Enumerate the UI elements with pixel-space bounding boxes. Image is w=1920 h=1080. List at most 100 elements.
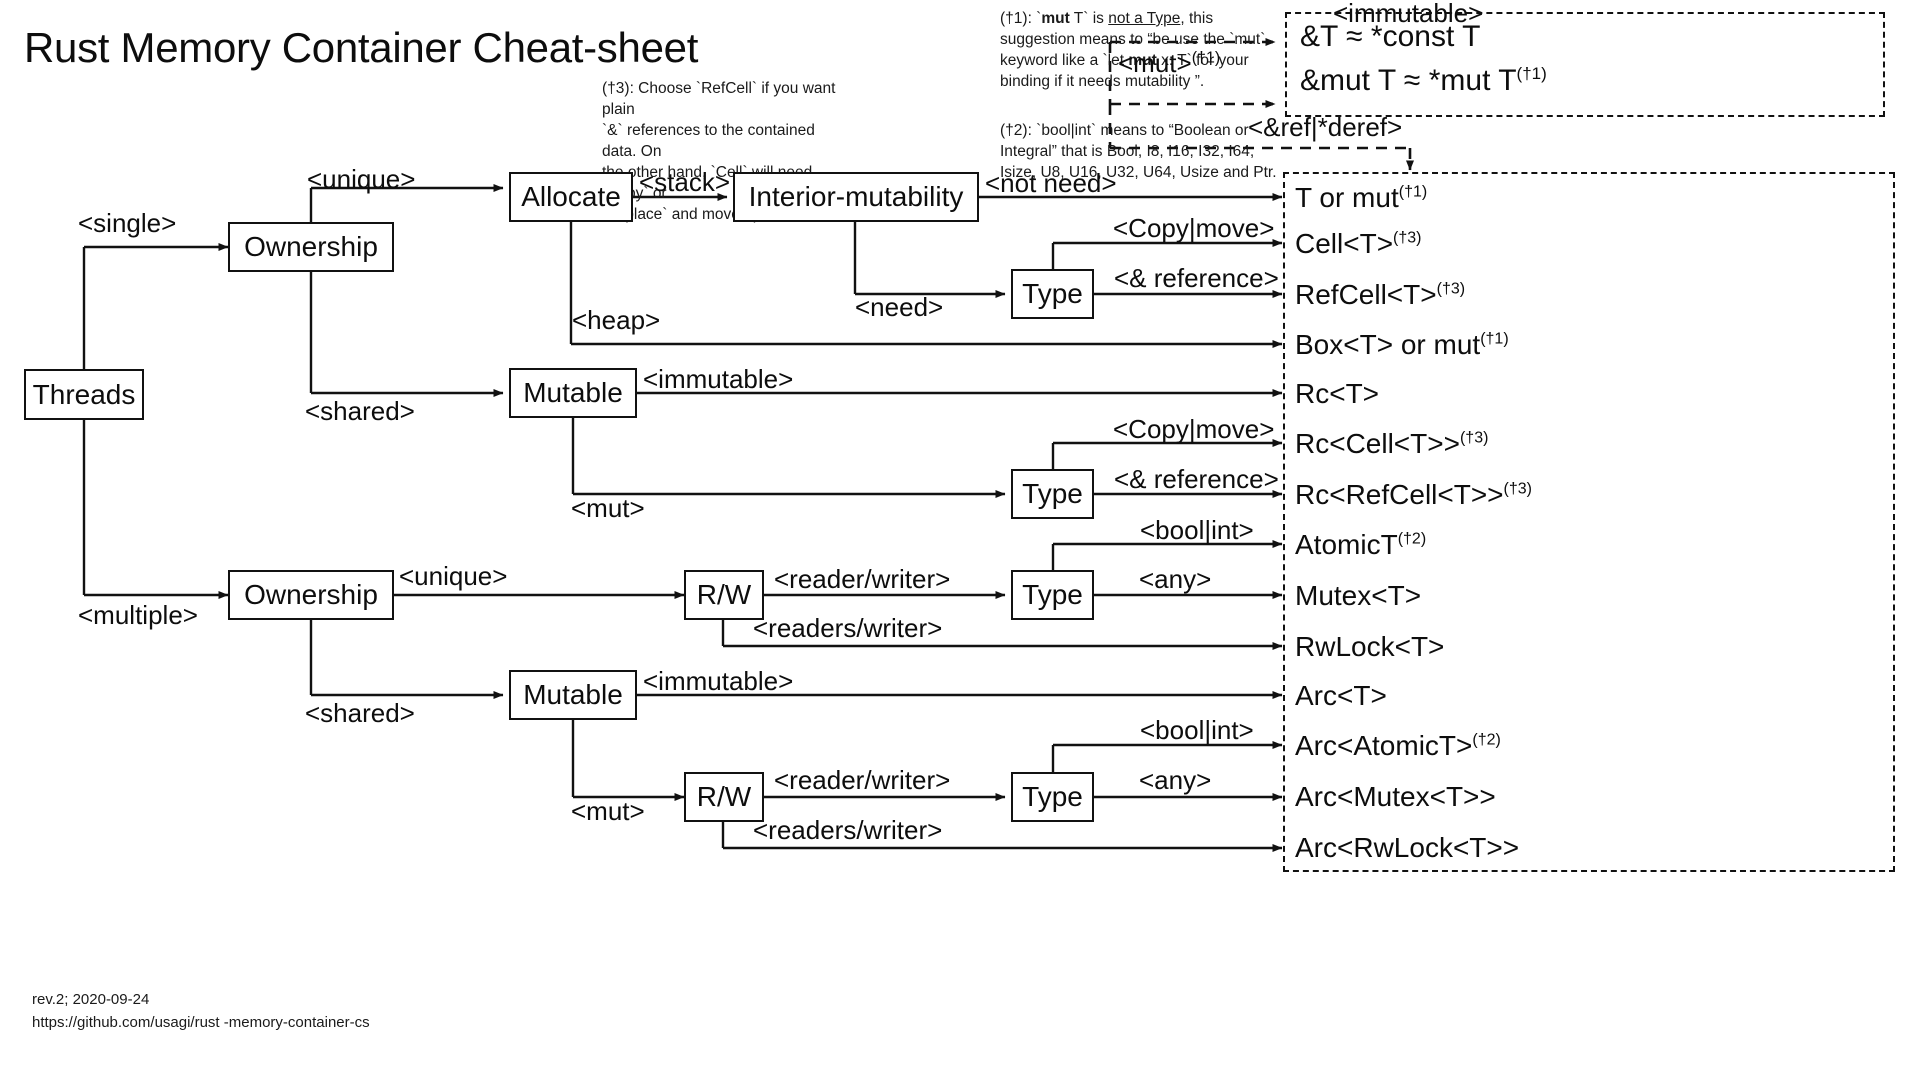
output-9-text: RwLock<T> — [1295, 631, 1445, 662]
edge-label-shared-top: <shared> — [305, 396, 415, 426]
edge-label-readers-writer-1: <readers/writer> — [753, 613, 943, 643]
footnote-2-line-1: (†2): `bool|int` means to “Boolean or — [1000, 122, 1249, 139]
footnote-1-line-4: binding if it needs mutability ”. — [1000, 73, 1205, 90]
output-10-text: Arc<T> — [1295, 680, 1387, 711]
edge-label-reference-2: <& reference> — [1114, 464, 1279, 494]
page-title: Rust Memory Container Cheat-sheet — [24, 24, 699, 71]
node-allocate[interactable]: Allocate — [509, 172, 633, 222]
output-7-sup: (†2) — [1397, 530, 1427, 548]
edge-label-reader-writer-2: <reader/writer> — [774, 765, 951, 795]
node-interior-mutability[interactable]: Interior-mutability — [733, 172, 979, 222]
output-6[interactable]: Rc<RefCell<T>>(†3) — [1295, 479, 1532, 511]
footnote-2-line-3: Isize, U8, U16, U32, U64, Usize and Ptr. — [1000, 164, 1277, 181]
output-2-sup: (†3) — [1436, 280, 1466, 298]
edge-label-stack: <stack> — [639, 167, 731, 197]
output-1[interactable]: Cell<T>(†3) — [1295, 228, 1422, 260]
node-threads[interactable]: Threads — [24, 369, 144, 420]
footnote-3-line-1: (†3): Choose `RefCell` if you want plain — [602, 80, 836, 118]
edge-label-multiple: <multiple> — [78, 600, 198, 630]
edge-label-unique-bottom: <unique> — [399, 561, 508, 591]
output-13[interactable]: Arc<RwLock<T>> — [1295, 832, 1519, 864]
edge-label-mut-2: <mut> — [571, 796, 645, 826]
output-0-sup: (†1) — [1398, 183, 1428, 201]
node-rw-shared[interactable]: R/W — [684, 772, 764, 822]
edge-label-shared-bottom: <shared> — [305, 698, 415, 728]
output-1-text: Cell<T> — [1295, 228, 1394, 259]
edge-label-boolint-1: <bool|int> — [1140, 515, 1254, 545]
output-8[interactable]: Mutex<T> — [1295, 580, 1421, 612]
node-mutable-single[interactable]: Mutable — [509, 368, 637, 418]
node-rw-unique[interactable]: R/W — [684, 570, 764, 620]
output-4-text: Rc<T> — [1295, 378, 1380, 409]
output-5[interactable]: Rc<Cell<T>>(†3) — [1295, 428, 1488, 460]
output-8-text: Mutex<T> — [1295, 580, 1422, 611]
output-0[interactable]: T or mut(†1) — [1295, 182, 1427, 214]
footnote-2: (†2): `bool|int` means to “Boolean or In… — [1000, 120, 1280, 183]
output-4[interactable]: Rc<T> — [1295, 378, 1379, 410]
output-7[interactable]: AtomicT(†2) — [1295, 529, 1426, 561]
output-3-text: Box<T> or mut — [1295, 329, 1481, 360]
edge-label-heap: <heap> — [572, 305, 661, 335]
output-5-text: Rc<Cell<T>> — [1295, 428, 1460, 459]
edge-label-boolint-2: <bool|int> — [1140, 715, 1254, 745]
edge-label-readers-writer-2: <readers/writer> — [753, 815, 943, 845]
output-13-text: Arc<RwLock<T>> — [1295, 832, 1520, 863]
output-12-text: Arc<Mutex<T>> — [1295, 781, 1496, 812]
ref-mut-text: <mut> — [1118, 48, 1192, 78]
ref-mut-label: <mut>(†1) — [1118, 48, 1220, 79]
output-1-sup: (†3) — [1393, 229, 1422, 247]
node-type-rw-unique[interactable]: Type — [1011, 570, 1094, 620]
ref-equiv-const: &T ≈ *const T — [1300, 20, 1481, 53]
credits: rev.2; 2020-09-24 https://github.com/usa… — [32, 988, 370, 1034]
output-7-text: AtomicT — [1295, 529, 1398, 560]
output-6-text: Rc<RefCell<T>> — [1295, 479, 1504, 510]
edge-label-need: <need> — [855, 292, 944, 322]
node-mutable-multiple[interactable]: Mutable — [509, 670, 637, 720]
edge-label-single: <single> — [78, 208, 177, 238]
edge-label-immutable-1: <immutable> — [643, 364, 794, 394]
footnote-1-line-1: (†1): `mut T` is not a Type, this — [1000, 10, 1214, 27]
ref-immutable-label: <immutable> — [1333, 0, 1484, 28]
output-0-text: T or mut — [1295, 182, 1399, 213]
ref-equiv-mut: &mut T ≈ *mut T(†1) — [1300, 64, 1547, 98]
footnote-3: (†3): Choose `RefCell` if you want plain… — [602, 78, 852, 225]
output-2[interactable]: RefCell<T>(†3) — [1295, 279, 1465, 311]
node-ownership-multiple[interactable]: Ownership — [228, 570, 394, 620]
edge-label-immutable-2: <immutable> — [643, 666, 794, 696]
output-9[interactable]: RwLock<T> — [1295, 631, 1444, 663]
ref-mut-sup: (†1) — [1191, 49, 1221, 67]
reference-equivalence-box — [1285, 12, 1885, 117]
edge-label-reader-writer-1: <reader/writer> — [774, 564, 951, 594]
credits-url[interactable]: https://github.com/usagi/rust -memory-co… — [32, 1014, 370, 1031]
footnote-2-line-2: Integral” that is Bool, I8, I16, I32, I6… — [1000, 143, 1255, 160]
edge-label-any-2: <any> — [1139, 765, 1212, 795]
edge-label-reference-1: <& reference> — [1114, 263, 1279, 293]
ref-deref-label: <&ref|*deref> — [1248, 112, 1403, 142]
edge-label-copy-move-2: <Copy|move> — [1113, 414, 1275, 444]
output-10[interactable]: Arc<T> — [1295, 680, 1387, 712]
outputs-container — [1283, 172, 1895, 872]
footnote-1: (†1): `mut T` is not a Type, this sugges… — [1000, 8, 1270, 92]
ref-equiv-mut-sup: (†1) — [1516, 64, 1547, 83]
ref-equiv-mut-text: &mut T ≈ *mut T — [1300, 64, 1517, 97]
output-11-sup: (†2) — [1472, 731, 1501, 749]
node-type-interior[interactable]: Type — [1011, 269, 1094, 319]
output-2-text: RefCell<T> — [1295, 279, 1437, 310]
node-type-shared-single[interactable]: Type — [1011, 469, 1094, 519]
edge-label-copy-move-1: <Copy|move> — [1113, 213, 1275, 243]
output-3-sup: (†1) — [1480, 330, 1509, 348]
output-11[interactable]: Arc<AtomicT>(†2) — [1295, 730, 1501, 762]
edge-label-mut-1: <mut> — [571, 493, 645, 523]
node-type-rw-shared[interactable]: Type — [1011, 772, 1094, 822]
footnote-1-line-2: suggestion means to “be use the `mut` — [1000, 31, 1266, 48]
credits-revision: rev.2; 2020-09-24 — [32, 991, 150, 1008]
output-12[interactable]: Arc<Mutex<T>> — [1295, 781, 1496, 813]
output-6-sup: (†3) — [1503, 480, 1532, 498]
footnote-1-line-3: keyword like a `let mut x: T` for your — [1000, 52, 1249, 69]
node-ownership-single[interactable]: Ownership — [228, 222, 394, 272]
footnote-3-line-2: `&` references to the contained data. On — [602, 122, 815, 160]
output-5-sup: (†3) — [1459, 429, 1489, 447]
edge-label-not-need: <not need> — [985, 168, 1117, 198]
output-3[interactable]: Box<T> or mut(†1) — [1295, 329, 1509, 361]
